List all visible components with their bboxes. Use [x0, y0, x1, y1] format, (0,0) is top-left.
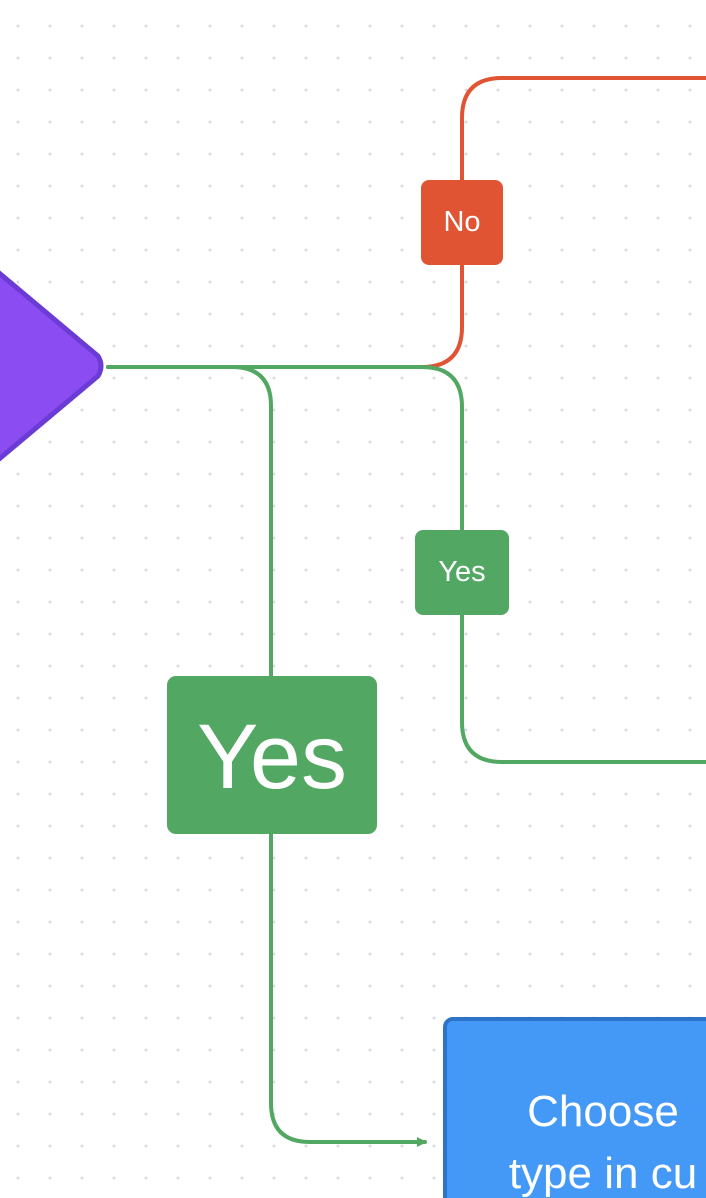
branch-label-no[interactable]: No — [421, 180, 503, 265]
connector-no[interactable] — [106, 76, 706, 369]
process-box[interactable]: Choose type in cu — [443, 1017, 706, 1198]
branch-label-yes-down[interactable]: Yes — [167, 676, 377, 834]
decision-diamond[interactable] — [0, 215, 104, 517]
branch-label-yes-right[interactable]: Yes — [415, 530, 509, 615]
